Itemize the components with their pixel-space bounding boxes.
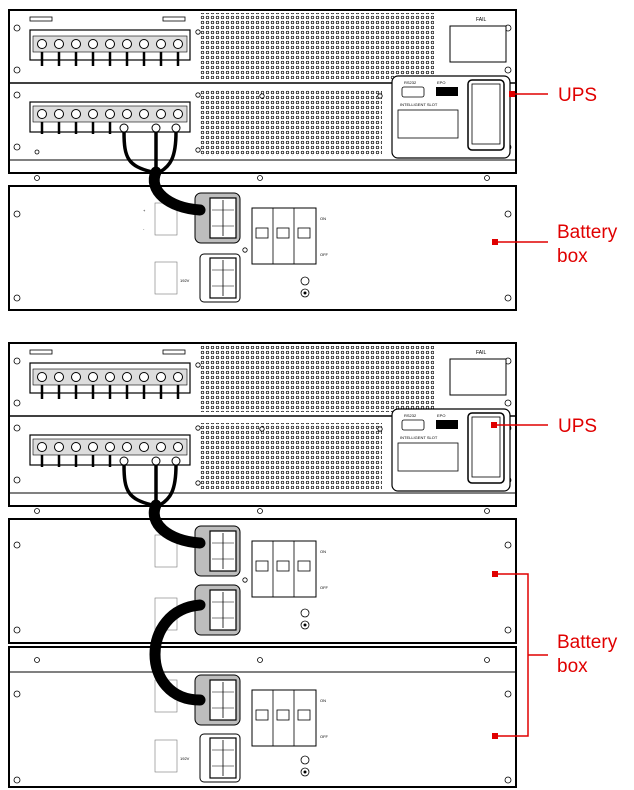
- bottom-2-off-label: OFF: [320, 734, 329, 739]
- bottom-battery-label-line2: box: [557, 656, 588, 677]
- top-ups-callout: UPS: [509, 85, 597, 106]
- bottom-diagram: FAIL RS232 EPO INTELLIGENT SLOT: [8, 342, 618, 788]
- bottom-ups-unit: FAIL RS232 EPO INTELLIGENT SLOT: [8, 342, 517, 514]
- bottom-vent-upper: [200, 346, 434, 412]
- top-battery-connector-lower: [199, 253, 241, 303]
- top-terminal-block-lower: [29, 101, 191, 155]
- bottom-battery-box-1: ON OFF: [8, 518, 517, 644]
- bottom-cables: [122, 463, 206, 706]
- top-battery-label-line2: box: [557, 246, 588, 267]
- top-battery-callout: Battery box: [492, 222, 618, 267]
- top-cables: [122, 130, 206, 216]
- top-off-label: OFF: [320, 252, 329, 257]
- bottom-battery-callout: Battery box: [492, 571, 618, 739]
- bottom-voltage-label: 192V: [180, 756, 190, 761]
- bottom-comm-panel: FAIL RS232 EPO INTELLIGENT SLOT: [391, 350, 511, 492]
- bottom-slot-label: INTELLIGENT SLOT: [400, 435, 438, 440]
- top-vent-upper: [200, 13, 434, 79]
- top-slot-label: INTELLIGENT SLOT: [400, 102, 438, 107]
- top-connector-labels: + - 192V: [143, 202, 190, 295]
- top-ups-label: UPS: [558, 85, 597, 106]
- top-dc-neg-label: -: [143, 226, 145, 231]
- top-diagram: FAIL RS232 EPO INTELLIGENT SLOT: [8, 9, 618, 311]
- bottom-battery-1-breaker: ON OFF: [251, 540, 329, 598]
- top-battery-connector-upper: [194, 192, 241, 244]
- bottom-terminal-block-upper: [29, 362, 191, 399]
- bottom-battery-2-connector-upper: [194, 674, 241, 726]
- top-fail-label: FAIL: [476, 17, 487, 23]
- top-on-label: ON: [320, 216, 326, 221]
- bottom-ups-callout: UPS: [491, 416, 597, 437]
- top-breaker: ON OFF: [251, 207, 329, 265]
- top-comm-panel: FAIL RS232 EPO INTELLIGENT SLOT: [391, 17, 511, 159]
- bottom-battery-2-breaker: ON OFF: [251, 689, 329, 747]
- bottom-terminal-block-lower: [29, 434, 191, 467]
- top-ground-symbol: [300, 276, 310, 298]
- bottom-battery-label-line1: Battery: [557, 632, 618, 653]
- bottom-fail-label: FAIL: [476, 350, 487, 356]
- top-epo-label: EPO: [437, 80, 445, 85]
- top-battery-box: + - 192V: [8, 185, 517, 311]
- bottom-battery-1-connector-lower: [194, 584, 241, 636]
- top-battery-label-line1: Battery: [557, 222, 618, 243]
- bottom-battery-2-connector-lower: [199, 733, 241, 783]
- bottom-battery-box-2: 192V ON: [8, 646, 517, 788]
- bottom-battery-1-connector-upper: [194, 525, 241, 577]
- bottom-rs232-label: RS232: [404, 413, 417, 418]
- bottom-1-off-label: OFF: [320, 585, 329, 590]
- top-rs232-label: RS232: [404, 80, 417, 85]
- top-ups-unit: FAIL RS232 EPO INTELLIGENT SLOT: [8, 9, 517, 181]
- top-vent-lower: [200, 90, 382, 156]
- bottom-2-on-label: ON: [320, 698, 326, 703]
- bottom-1-on-label: ON: [320, 549, 326, 554]
- bottom-battery-2-ground-symbol: [300, 755, 310, 777]
- bottom-ups-label: UPS: [558, 416, 597, 437]
- bottom-vent-lower: [200, 423, 382, 489]
- bottom-battery-1-ground-symbol: [300, 608, 310, 630]
- bottom-epo-label: EPO: [437, 413, 445, 418]
- top-dc-pos-label: +: [143, 208, 146, 213]
- top-terminal-block-upper: [29, 29, 191, 66]
- top-voltage-label: 192V: [180, 278, 190, 283]
- inter-battery-cable: [149, 599, 206, 706]
